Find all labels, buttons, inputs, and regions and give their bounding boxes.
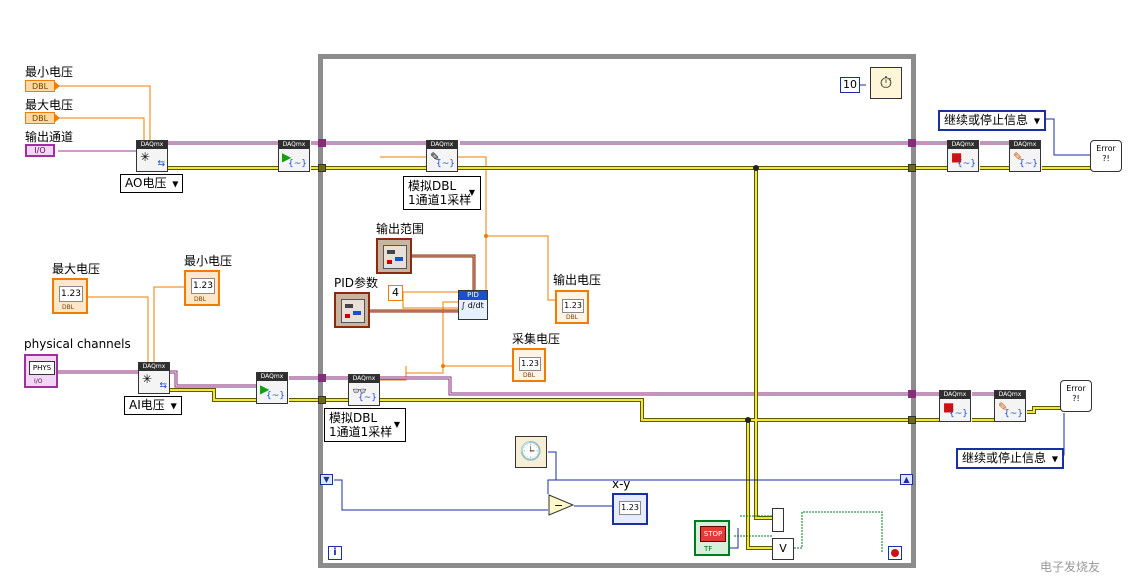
- analog-dbl-write-selector[interactable]: 模拟DBL 1通道1采样▼: [403, 176, 481, 210]
- label-max-voltage-ao: 最大电压: [25, 98, 74, 112]
- wait-ms-constant[interactable]: 10: [840, 77, 860, 93]
- daqmx-clear-task-ao[interactable]: DAQmx✎{~}: [1009, 140, 1041, 172]
- label-max-voltage-ai: 最大电压: [52, 262, 101, 276]
- task-tunnel-out-bottom: [908, 390, 916, 398]
- label-xy: x-y: [612, 477, 631, 491]
- task-tunnel-out-top: [908, 139, 916, 147]
- daqmx-stop-task-ao[interactable]: DAQmx■{~}: [947, 140, 979, 172]
- max-voltage-ao-control[interactable]: DBL: [25, 112, 60, 124]
- label-physical-channels: physical channels: [24, 337, 131, 351]
- ao-voltage-selector[interactable]: AO电压▼: [120, 174, 184, 193]
- daqmx-stop-task-ai[interactable]: DAQmx■{~}: [939, 390, 971, 422]
- daqmx-write[interactable]: DAQmx✎{~}: [426, 140, 458, 172]
- pid-constant[interactable]: 4: [388, 285, 403, 301]
- output-channel-control[interactable]: I/O: [25, 144, 55, 157]
- min-voltage-ao-control[interactable]: DBL: [25, 80, 60, 92]
- loop-condition-terminal[interactable]: [888, 546, 902, 560]
- shift-register-right[interactable]: ▲: [900, 474, 913, 485]
- tick-count-icon: 🕒: [515, 436, 547, 468]
- daqmx-read[interactable]: DAQmx👓{~}: [348, 374, 380, 406]
- error-tunnel-in-bottom: [318, 396, 326, 404]
- daqmx-start-task-ai[interactable]: DAQmx▶{~}: [256, 372, 288, 404]
- wait-until-next-ms-icon: ⏱: [870, 67, 902, 99]
- physical-channels-control[interactable]: PHYS I/O: [24, 354, 58, 388]
- error-tunnel-out-bottom: [908, 416, 916, 424]
- label-min-voltage-ai: 最小电压: [184, 254, 233, 268]
- continue-stop-top-selector[interactable]: 继续或停止信息▼: [938, 110, 1047, 131]
- while-loop: [318, 54, 916, 568]
- analog-dbl-read-selector[interactable]: 模拟DBL 1通道1采样▼: [324, 408, 406, 442]
- daqmx-create-channel-ai[interactable]: DAQmx✳⇆: [138, 362, 170, 394]
- watermark-text: 电子发烧友: [1040, 560, 1101, 574]
- error-handler-bottom[interactable]: Error ?!: [1060, 380, 1092, 412]
- label-output-channel: 输出通道: [25, 130, 74, 144]
- subtract-node[interactable]: −: [548, 494, 574, 516]
- xy-indicator: 1.23: [612, 493, 648, 525]
- error-tunnel-out-top: [908, 164, 916, 172]
- shift-register-left[interactable]: ▼: [320, 474, 333, 485]
- label-acquired-voltage: 采集电压: [512, 332, 561, 346]
- continue-stop-bottom-selector[interactable]: 继续或停止信息▼: [956, 448, 1065, 469]
- label-min-voltage-ao: 最小电压: [25, 65, 74, 79]
- task-tunnel-in-bottom: [318, 374, 326, 382]
- error-handler-top[interactable]: Error ?!: [1090, 140, 1122, 172]
- task-tunnel-in-top: [318, 139, 326, 147]
- unbundle-status-top: [772, 508, 784, 532]
- output-range-cluster[interactable]: [376, 238, 412, 274]
- label-pid-params: PID参数: [334, 276, 379, 290]
- ai-voltage-selector[interactable]: AI电压▼: [124, 396, 182, 415]
- svg-text:−: −: [554, 499, 563, 512]
- or-node: V: [772, 538, 794, 560]
- daqmx-start-task-ao[interactable]: DAQmx▶{~}: [278, 140, 310, 172]
- daqmx-clear-task-ai[interactable]: DAQmx✎{~}: [994, 390, 1026, 422]
- pid-vi[interactable]: PID∫ d/dt: [458, 290, 488, 320]
- pid-params-cluster[interactable]: [334, 292, 370, 328]
- error-tunnel-in-top: [318, 164, 326, 172]
- label-output-voltage: 输出电压: [553, 273, 602, 287]
- label-output-range: 输出范围: [376, 222, 425, 236]
- daqmx-create-channel-ao[interactable]: DAQmx✳⇆: [136, 140, 168, 172]
- loop-iteration-terminal: i: [328, 546, 342, 560]
